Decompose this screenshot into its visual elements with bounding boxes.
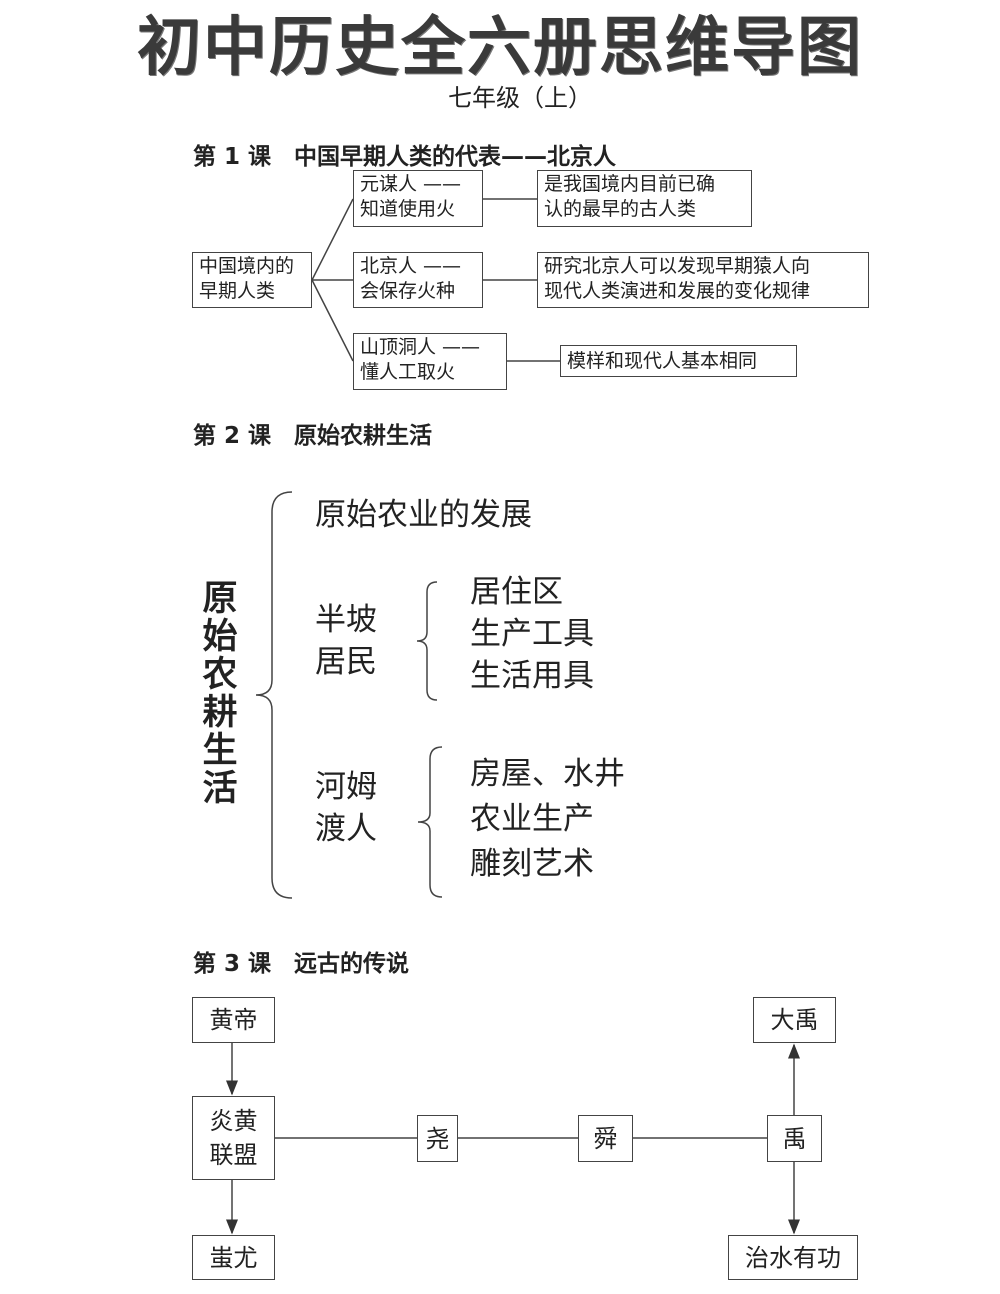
label-line: 半坡 <box>315 602 377 638</box>
box-line: 中国境内的 <box>199 255 295 277</box>
char: 生 <box>202 731 238 771</box>
box-line: 现代人类演进和发展的变化规律 <box>544 280 811 302</box>
box-line: 北京人 —— <box>360 255 462 277</box>
grade-subtitle: 七年级（上） <box>448 84 592 112</box>
box-line: 联盟 <box>209 1141 258 1169</box>
flood-control-box: 治水有功 <box>728 1235 858 1280</box>
box-line: 研究北京人可以发现早期猿人向 <box>544 255 811 277</box>
yuanmou-detail-box: 是我国境内目前已确认的最早的古人类 <box>537 170 752 227</box>
box-line: 会保存火种 <box>360 280 456 302</box>
char: 活 <box>202 769 238 809</box>
chiyou-box: 蚩尤 <box>192 1235 275 1280</box>
list-item: 生产工具 <box>470 616 594 652</box>
list-item: 雕刻艺术 <box>470 846 594 882</box>
brace-icon <box>416 581 438 701</box>
label-line: 居民 <box>315 644 377 680</box>
agriculture-development: 原始农业的发展 <box>315 497 532 533</box>
yu-box: 禹 <box>767 1115 822 1162</box>
primitive-farming-vertical-title: 原 始 农 耕 生 活 <box>200 580 240 808</box>
yao-box: 尧 <box>417 1115 458 1162</box>
huangdi-box: 黄帝 <box>192 997 275 1043</box>
hemudu-items: 房屋、水井 农业生产 雕刻艺术 <box>470 752 625 887</box>
box-line: 元谋人 —— <box>360 173 462 195</box>
char: 原 <box>202 579 238 619</box>
label-line: 河姆 <box>315 769 377 805</box>
lesson2-heading: 第 2 课 原始农耕生活 <box>193 423 433 449</box>
banpo-items: 居住区 生产工具 生活用具 <box>470 571 594 697</box>
page-title: 初中历史全六册思维导图 <box>137 11 863 85</box>
upper-cave-man-box: 山顶洞人 —— 懂人工取火 <box>353 333 507 390</box>
hemudu-label: 河姆渡人 <box>315 766 377 850</box>
char: 农 <box>202 655 238 695</box>
char: 耕 <box>202 693 238 733</box>
box-line: 模样和现代人基本相同 <box>567 350 758 372</box>
lesson1-heading: 第 1 课 中国早期人类的代表——北京人 <box>193 144 617 170</box>
box-line: 知道使用火 <box>360 198 456 220</box>
early-humans-root-box: 中国境内的早期人类 <box>192 252 312 308</box>
list-item: 生活用具 <box>470 658 594 694</box>
box-line: 早期人类 <box>199 280 276 302</box>
upper-cave-man-detail-box: 模样和现代人基本相同 <box>560 345 797 377</box>
box-line: 认的最早的古人类 <box>544 198 697 220</box>
lesson3-heading: 第 3 课 远古的传说 <box>193 951 410 977</box>
char: 始 <box>202 617 238 657</box>
big-brace-icon <box>255 491 293 899</box>
banpo-label: 半坡居民 <box>315 599 377 683</box>
shun-box: 舜 <box>578 1115 633 1162</box>
box-line: 山顶洞人 —— <box>360 336 481 358</box>
yanhuang-alliance-box: 炎黄联盟 <box>192 1096 275 1180</box>
box-line: 炎黄 <box>209 1107 258 1135</box>
dayu-box: 大禹 <box>753 997 836 1043</box>
label-line: 渡人 <box>315 811 377 847</box>
peking-man-box: 北京人 —— 会保存火种 <box>353 252 483 308</box>
box-line: 懂人工取火 <box>360 361 456 383</box>
box-line: 是我国境内目前已确 <box>544 173 716 195</box>
list-item: 居住区 <box>470 574 563 610</box>
list-item: 房屋、水井 <box>470 756 625 792</box>
list-item: 农业生产 <box>470 801 594 837</box>
yuanmou-box: 元谋人 —— 知道使用火 <box>353 170 483 227</box>
peking-man-detail-box: 研究北京人可以发现早期猿人向现代人类演进和发展的变化规律 <box>537 252 869 308</box>
brace-icon <box>417 746 443 898</box>
